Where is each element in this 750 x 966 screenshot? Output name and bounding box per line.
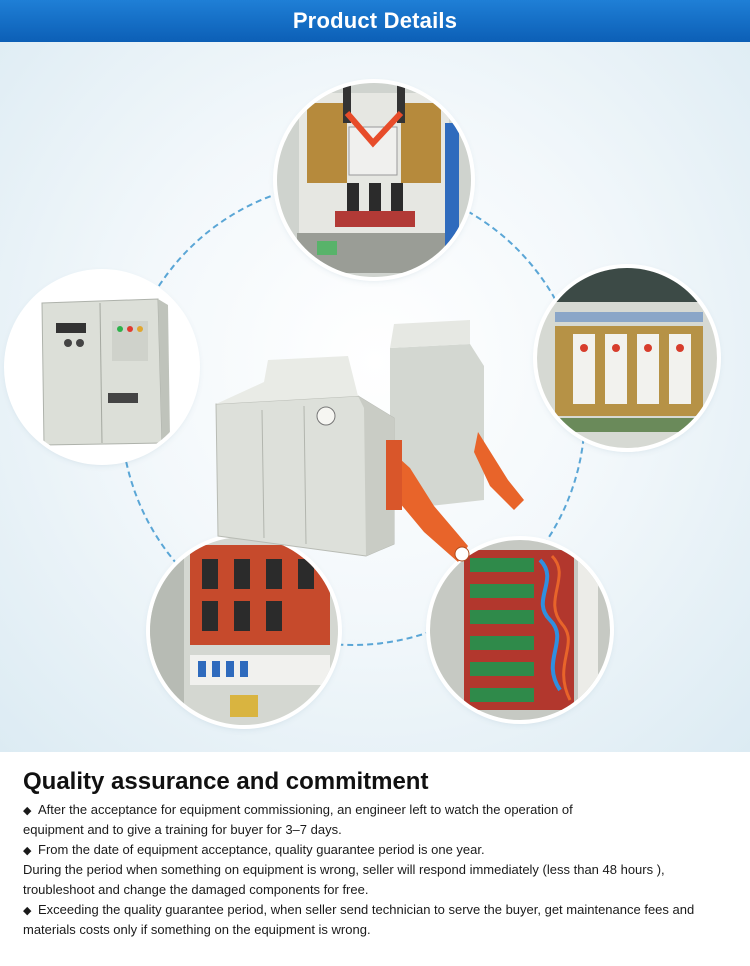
capacitor-board-photo (150, 537, 338, 725)
product-showcase (0, 42, 750, 752)
commitment-line-4: During the period when something on equi… (23, 862, 665, 877)
diamond-bullet-icon: ◆ (23, 845, 32, 857)
circuit-boards-photo (430, 540, 610, 720)
quality-section: Quality assurance and commitment ◆After … (0, 752, 750, 966)
commitment-line-5: troubleshoot and change the damaged comp… (23, 882, 369, 897)
commitment-line-2: equipment and to give a training for buy… (23, 822, 342, 837)
commitment-line-3: ◆From the date of equipment acceptance, … (23, 842, 485, 857)
standalone-cabinet-photo (8, 273, 196, 461)
terminal-block-photo (537, 268, 717, 448)
commitment-line-6: ◆Exceeding the quality guarantee period,… (23, 902, 695, 917)
diamond-bullet-icon: ◆ (23, 905, 32, 917)
diamond-bullet-icon: ◆ (23, 805, 32, 817)
header-bar: Product Details (0, 0, 750, 42)
cabinet-top-terminals-photo (277, 83, 471, 277)
commitment-line-1: ◆After the acceptance for equipment comm… (23, 802, 573, 817)
page-title: Product Details (292, 8, 458, 33)
induction-heater-machine (208, 300, 543, 570)
commitment-line-7: materials costs only if something on the… (23, 922, 371, 937)
section-heading: Quality assurance and commitment (23, 768, 429, 795)
